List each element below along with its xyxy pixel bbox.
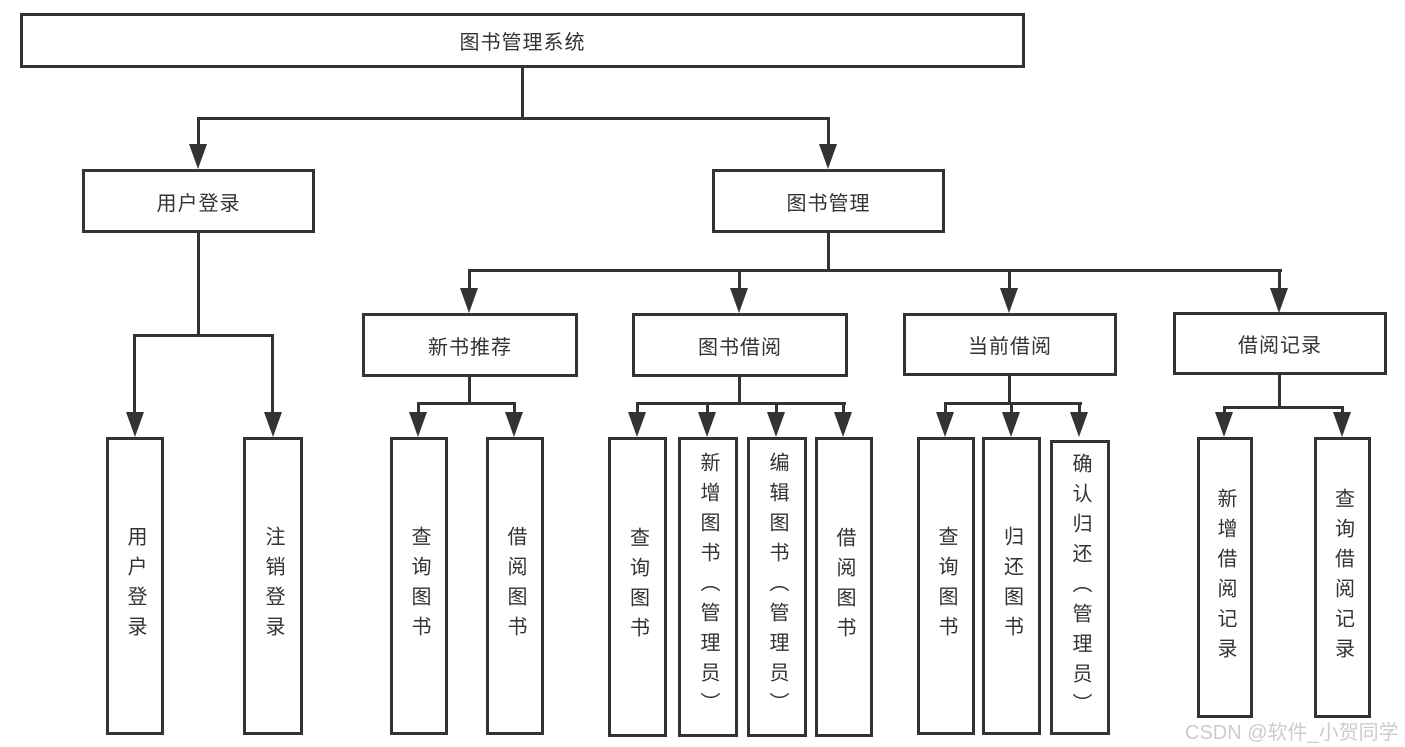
connector-line — [197, 117, 200, 149]
connector-line — [1278, 375, 1281, 408]
connector-line — [1008, 376, 1011, 404]
connector-line — [636, 402, 639, 414]
node-label: 查询图书 — [626, 527, 649, 647]
connector-line — [271, 334, 274, 414]
arrow-down-icon — [189, 144, 207, 169]
node-current-borrowing: 当前借阅 — [903, 313, 1117, 376]
node-label: 借阅记录 — [1238, 335, 1322, 357]
node-library-management-system: 图书管理系统 — [20, 13, 1025, 68]
arrow-down-icon — [698, 412, 716, 437]
arrow-down-icon — [1215, 412, 1233, 437]
arrow-down-icon — [628, 412, 646, 437]
node-label: 新增借阅记录 — [1214, 487, 1236, 668]
connector-line — [827, 233, 830, 271]
connector-line — [944, 402, 947, 414]
arrow-down-icon — [1002, 412, 1020, 437]
leaf-confirm-return-admin: 确认归还（管理员） — [1050, 440, 1110, 735]
connector-line — [842, 402, 845, 414]
node-label: 图书管理系统 — [459, 32, 586, 54]
connector-line — [513, 402, 516, 414]
arrow-down-icon — [1270, 288, 1288, 313]
connector-line — [775, 402, 778, 414]
node-label: 图书管理 — [786, 192, 871, 215]
node-label: 查询图书 — [408, 526, 430, 646]
leaf-add-books-admin: 新增图书（管理员） — [678, 437, 738, 737]
node-book-borrowing: 图书借阅 — [632, 313, 848, 377]
node-label: 当前借阅 — [968, 336, 1052, 358]
arrow-down-icon — [126, 412, 144, 437]
connector-line — [738, 377, 741, 404]
leaf-borrow-books-recommend: 借阅图书 — [486, 437, 544, 735]
arrow-down-icon — [1333, 412, 1351, 437]
leaf-query-books-current: 查询图书 — [917, 437, 975, 735]
leaf-user-login: 用户登录 — [106, 437, 164, 735]
connector-line — [133, 334, 136, 414]
connector-line — [521, 68, 524, 119]
node-book-management: 图书管理 — [712, 169, 945, 233]
connector-line — [197, 233, 200, 336]
node-label: 用户登录 — [124, 526, 146, 646]
arrow-down-icon — [1000, 288, 1018, 313]
leaf-borrow-books: 借阅图书 — [815, 437, 873, 737]
connector-line — [468, 377, 471, 404]
leaf-query-books-borrowing: 查询图书 — [608, 437, 667, 737]
leaf-add-borrow-record: 新增借阅记录 — [1197, 437, 1253, 718]
connector-line — [417, 402, 420, 414]
connector-line — [197, 117, 830, 120]
connector-line — [738, 269, 741, 292]
arrow-down-icon — [730, 288, 748, 313]
arrow-down-icon — [409, 412, 427, 437]
arrow-down-icon — [505, 412, 523, 437]
arrow-down-icon — [819, 144, 837, 169]
arrow-down-icon — [834, 412, 852, 437]
arrow-down-icon — [936, 412, 954, 437]
connector-line — [1278, 269, 1281, 292]
node-borrowing-records: 借阅记录 — [1173, 312, 1387, 375]
connector-line — [944, 402, 1082, 405]
node-label: 查询图书 — [935, 526, 957, 646]
arrow-down-icon — [1070, 412, 1088, 437]
connector-line — [706, 402, 709, 414]
node-label: 新书推荐 — [428, 336, 512, 359]
leaf-query-borrow-record: 查询借阅记录 — [1314, 437, 1371, 718]
connector-line — [1008, 269, 1011, 292]
leaf-return-books: 归还图书 — [982, 437, 1041, 735]
node-user-login: 用户登录 — [82, 169, 315, 233]
node-label: 借阅图书 — [504, 526, 526, 646]
node-label: 用户登录 — [156, 192, 241, 215]
connector-line — [468, 269, 471, 292]
leaf-edit-books-admin: 编辑图书（管理员） — [747, 437, 807, 737]
leaf-logout: 注销登录 — [243, 437, 303, 735]
node-label: 注销登录 — [262, 526, 284, 646]
connector-line — [1010, 402, 1013, 414]
connector-line — [636, 402, 846, 405]
connector-line — [417, 402, 515, 405]
node-label: 编辑图书（管理员） — [766, 452, 788, 722]
csdn-watermark: CSDN @软件_小贺同学 — [1185, 722, 1399, 744]
leaf-query-books-recommend: 查询图书 — [390, 437, 448, 735]
arrow-down-icon — [264, 412, 282, 437]
connector-line — [1223, 406, 1344, 409]
connector-line — [1341, 406, 1344, 414]
node-label: 图书借阅 — [698, 336, 782, 359]
connector-line — [1078, 402, 1081, 414]
node-label: 归还图书 — [1000, 526, 1023, 646]
node-label: 确认归还（管理员） — [1069, 452, 1091, 723]
arrow-down-icon — [767, 412, 785, 437]
connector-line — [133, 334, 274, 337]
connector-line — [468, 269, 1282, 272]
node-label: 借阅图书 — [833, 527, 855, 647]
node-label: 新增图书（管理员） — [697, 452, 719, 722]
arrow-down-icon — [460, 288, 478, 313]
node-label: 查询借阅记录 — [1331, 487, 1354, 668]
node-new-book-recommend: 新书推荐 — [362, 313, 578, 377]
connector-line — [1223, 406, 1226, 414]
connector-line — [827, 117, 830, 149]
